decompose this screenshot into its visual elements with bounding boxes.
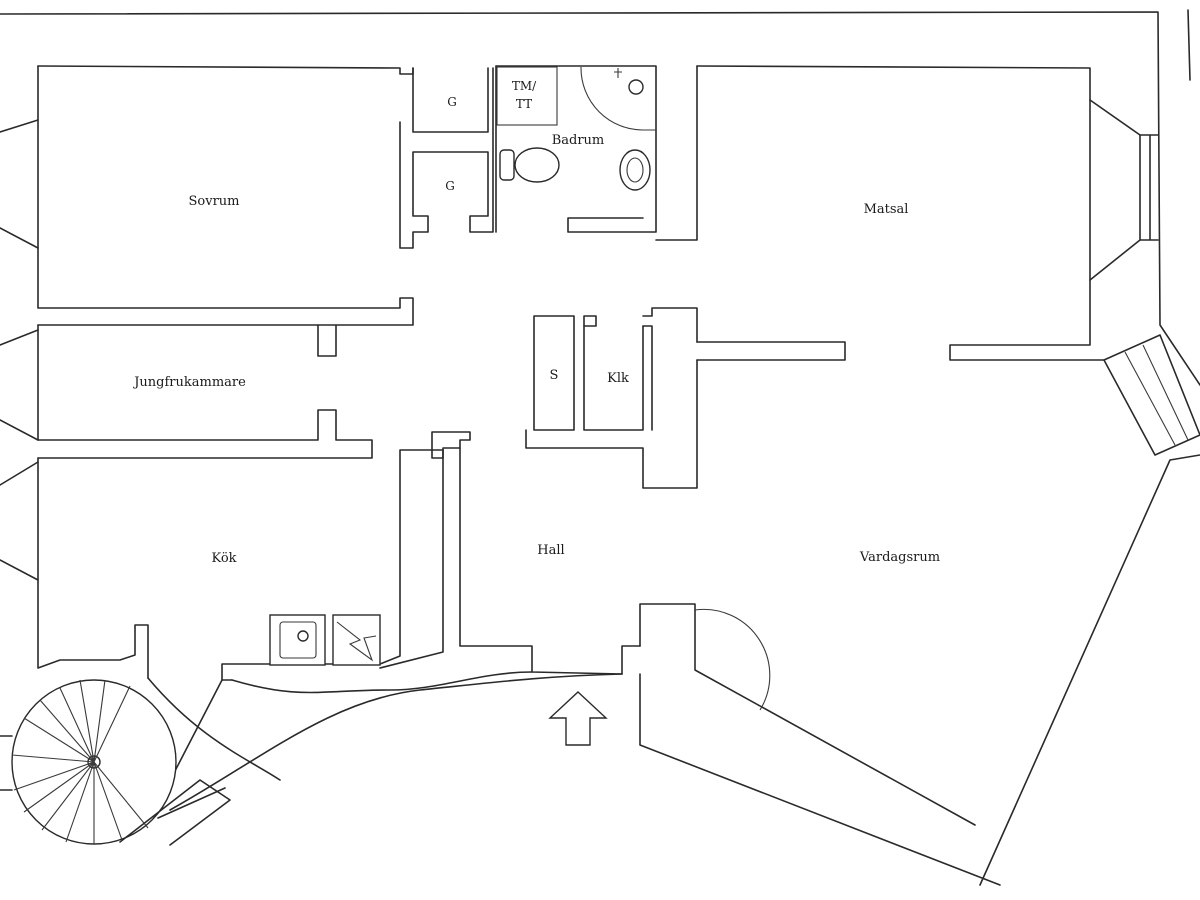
label-matsal: Matsal xyxy=(864,202,909,217)
label-tm-line1: TM/ xyxy=(512,79,537,93)
label-g-lower: G xyxy=(445,179,455,193)
label-sovrum: Sovrum xyxy=(189,194,240,209)
room-hall-walls xyxy=(379,431,641,675)
label-jungfrukammare: Jungfrukammare xyxy=(132,375,246,390)
entrance-arrow-icon xyxy=(548,691,608,746)
spiral-staircase xyxy=(0,679,231,846)
closets-walls xyxy=(525,307,698,489)
toilet-icon xyxy=(499,147,560,183)
room-kok-walls xyxy=(37,449,444,681)
label-vardagsrum: Vardagsrum xyxy=(859,550,940,565)
outer-boundary xyxy=(0,9,1200,886)
label-kok: Kök xyxy=(211,551,236,566)
fridge-icon xyxy=(332,614,381,666)
label-hall: Hall xyxy=(537,543,564,558)
label-badrum: Badrum xyxy=(552,133,605,148)
room-jungfrukammare-walls xyxy=(37,324,373,459)
label-klk: Klk xyxy=(607,371,629,386)
bathroom-tap-icon xyxy=(614,68,622,78)
label-s: S xyxy=(550,368,559,383)
room-vardagsrum-walls xyxy=(639,603,1001,886)
tm-tt-closet xyxy=(496,66,558,126)
room-matsal-walls xyxy=(655,65,1159,361)
room-badrum-walls xyxy=(495,65,657,233)
balcony-steps xyxy=(1103,334,1200,456)
sink-icon xyxy=(619,149,651,191)
room-sovrum-walls xyxy=(37,65,494,326)
label-tm-line2: TT xyxy=(516,97,532,111)
bathroom-sink-small xyxy=(628,79,644,95)
label-g-upper: G xyxy=(447,95,457,109)
front-facade-curve xyxy=(147,671,623,811)
